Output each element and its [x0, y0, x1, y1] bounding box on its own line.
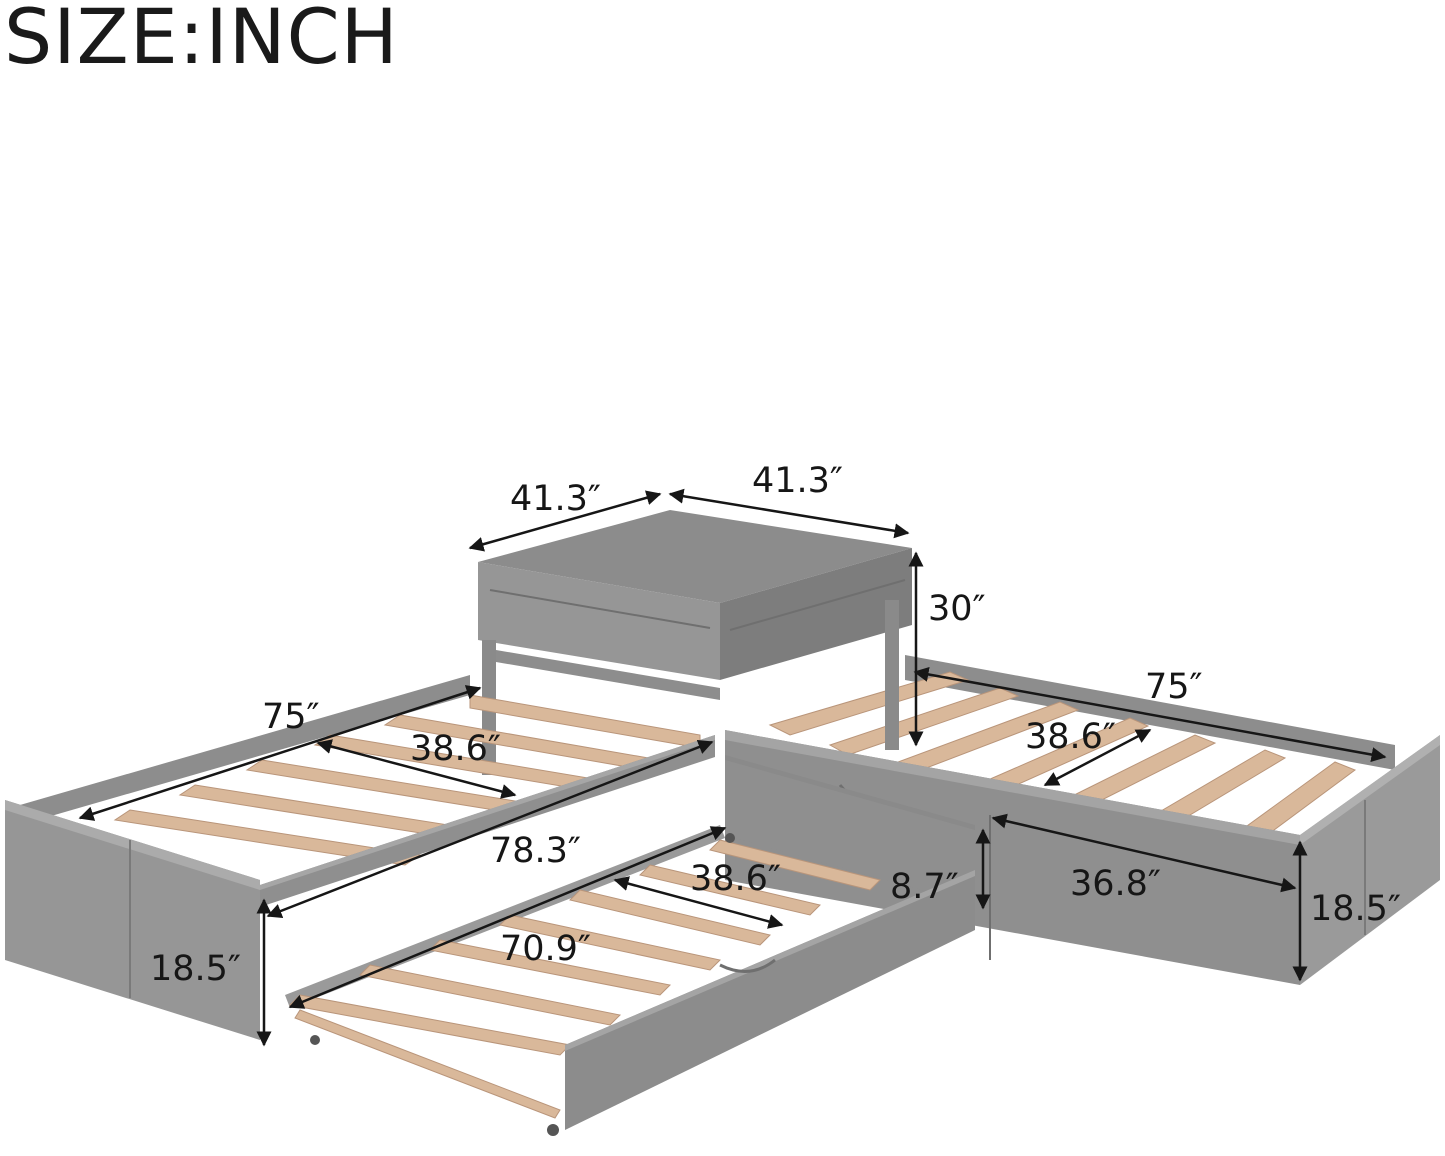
- dimension-labels: 41.3″ 41.3″ 30″ 75″ 38.6″ 78.3″ 18.5″ 38…: [150, 461, 1401, 989]
- dim-right-bed-drawer-width: 36.8″: [1070, 864, 1161, 904]
- dim-right-bed-length: 75″: [1145, 667, 1203, 707]
- dim-left-bed-total-length: 78.3″: [490, 831, 581, 871]
- dim-trundle-height: 8.7″: [890, 867, 959, 907]
- dim-right-bed-height: 18.5″: [1310, 889, 1401, 929]
- trundle-bed: [285, 755, 975, 1136]
- dim-top-width-left: 41.3″: [510, 479, 601, 519]
- dim-left-bed-inner-width: 38.6″: [410, 729, 501, 769]
- dim-left-bed-height: 18.5″: [150, 949, 241, 989]
- dim-trundle-length: 70.9″: [500, 929, 591, 969]
- dim-top-width-right: 41.3″: [752, 461, 843, 501]
- dimension-arrows: [78, 488, 1387, 1047]
- dim-top-height: 30″: [928, 589, 986, 629]
- diagram-title: SIZE:INCH: [4, 0, 399, 81]
- dim-right-bed-inner-width: 38.6″: [1025, 717, 1116, 757]
- dim-left-bed-length: 75″: [262, 697, 320, 737]
- dim-trundle-inner-width: 38.6″: [690, 859, 781, 899]
